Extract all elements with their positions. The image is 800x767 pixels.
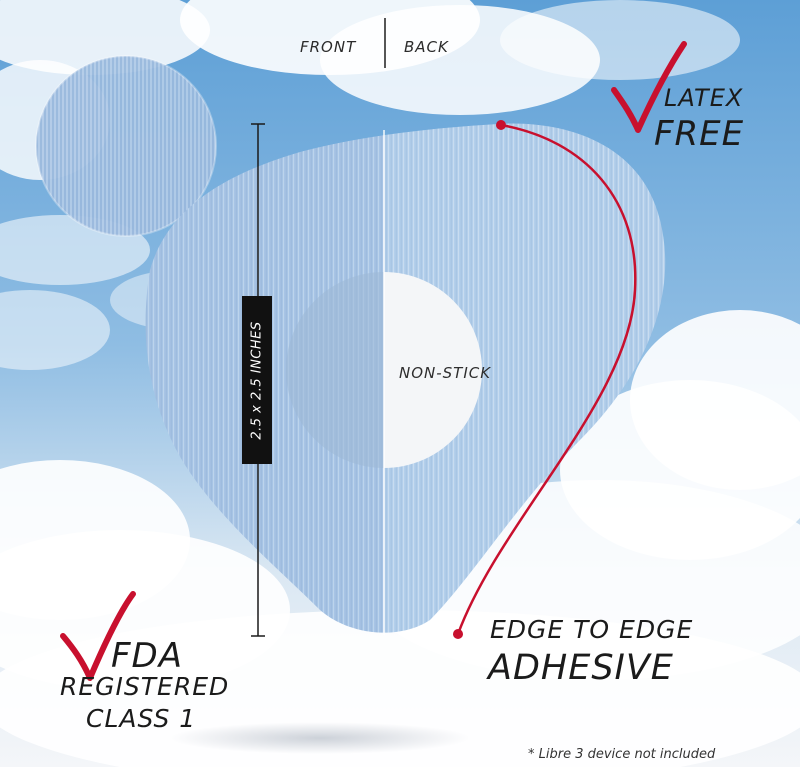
latex-label: LATEX xyxy=(664,84,744,112)
fabric-zoom-circle xyxy=(36,56,216,236)
free-label: FREE xyxy=(654,114,745,154)
size-badge: 2.5 x 2.5 INCHES xyxy=(242,296,272,464)
non-stick-label: NON-STICK xyxy=(399,364,492,382)
size-label: 2.5 x 2.5 INCHES xyxy=(249,320,265,440)
disclaimer-note: * Libre 3 device not included xyxy=(528,747,716,762)
back-label: BACK xyxy=(404,38,449,56)
checkmark-icon xyxy=(611,41,687,133)
front-label: FRONT xyxy=(300,38,357,56)
fda-label: FDA xyxy=(111,636,183,676)
edge-callout-line xyxy=(456,123,637,635)
checkmark-icon xyxy=(60,591,136,681)
class-label: CLASS 1 xyxy=(86,704,197,733)
patch-shadow xyxy=(170,722,470,754)
adhesive-label: ADHESIVE xyxy=(488,648,674,688)
registered-label: REGISTERED xyxy=(60,672,230,701)
non-stick-pad xyxy=(384,272,482,468)
edge-to-edge-label: EDGE TO EDGE xyxy=(490,615,694,644)
